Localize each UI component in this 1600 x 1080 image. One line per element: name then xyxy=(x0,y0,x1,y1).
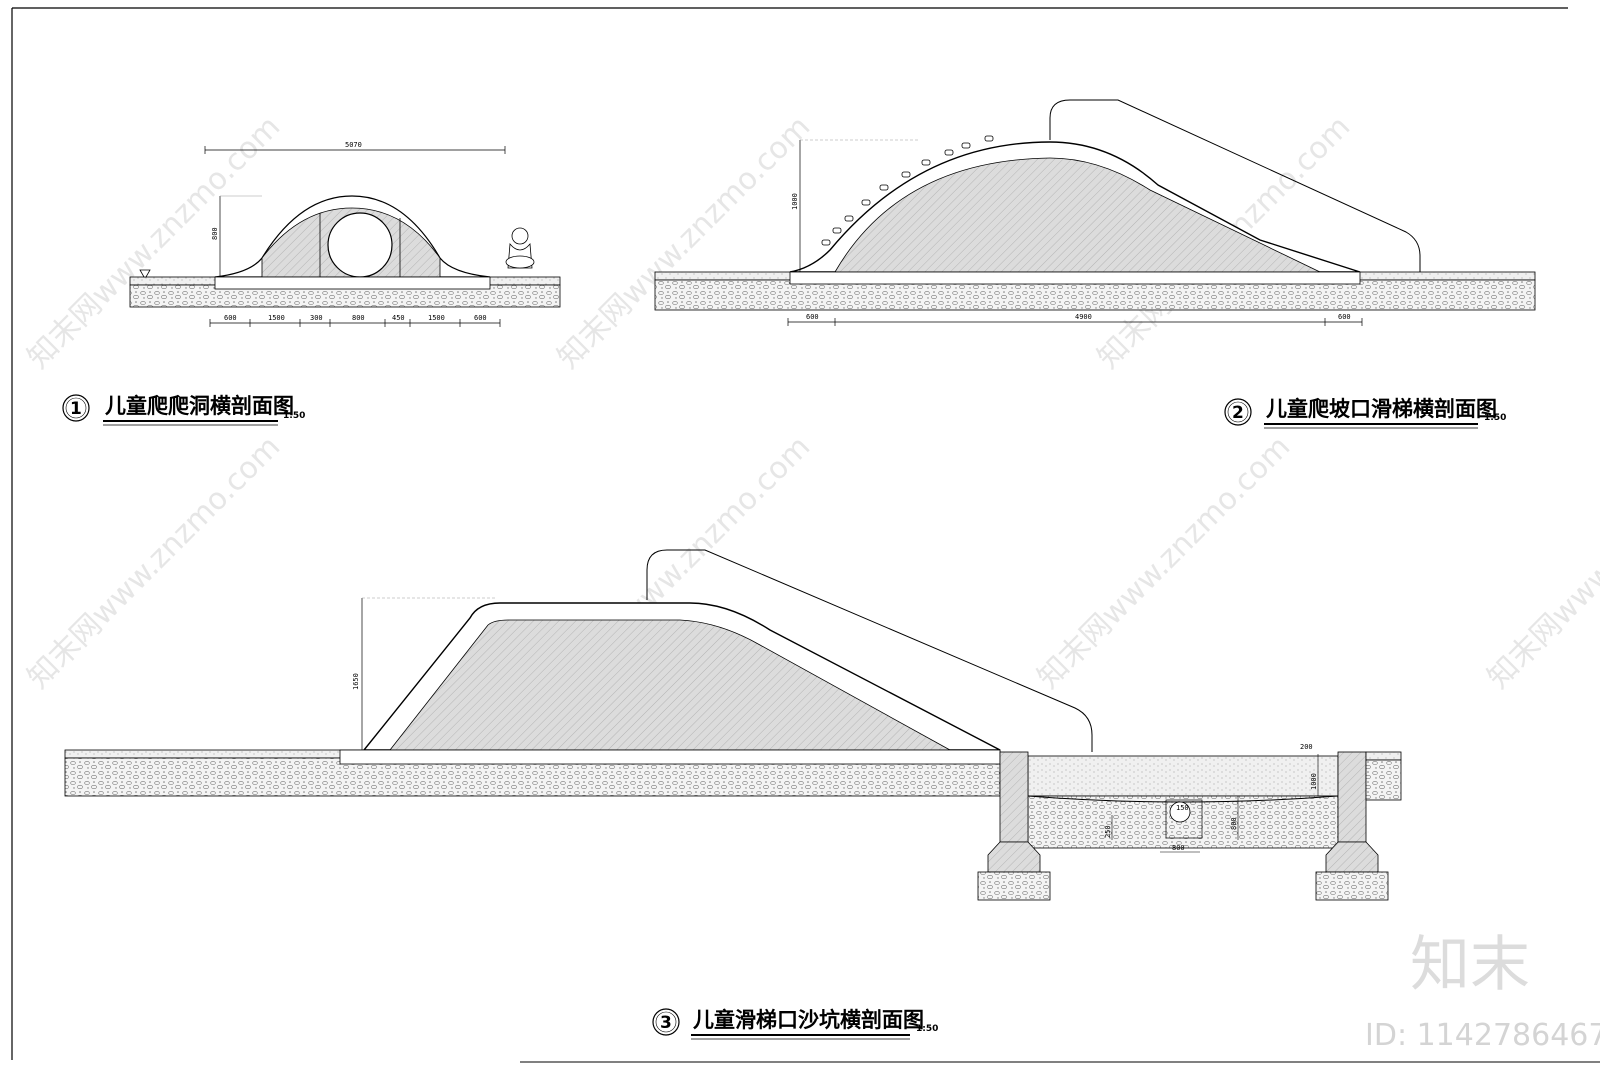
watermarks: 知末网www.znzmo.com 知末网www.znzmo.com 知末网www… xyxy=(21,109,1600,1053)
dim-s1-b3: 800 xyxy=(352,314,365,322)
watermark-brand: 知末 xyxy=(1410,930,1530,1000)
section-1-number: 1 xyxy=(70,399,82,419)
sheet-border xyxy=(11,7,1600,1063)
section-3-scale: 1:50 xyxy=(916,1024,938,1034)
dim-s3-pit-0: 1000 xyxy=(1310,773,1318,790)
section-3-drawing: 1650 1000 800 150 800 250 200 xyxy=(64,549,1402,901)
dim-s3-height: 1650 xyxy=(352,673,360,690)
dim-s2-height: 1000 xyxy=(791,193,799,210)
dim-s1-b2: 300 xyxy=(310,314,323,322)
watermark-text-7: 知末网www.znzmo.com xyxy=(1481,429,1600,695)
section-2-number: 2 xyxy=(1232,403,1244,423)
section-2-title-text: 儿童爬坡口滑梯横剖面图 xyxy=(1266,397,1497,421)
child-figure xyxy=(505,227,535,269)
dim-s3-pit-2: 150 xyxy=(1176,804,1189,812)
dim-s3-pit-1: 800 xyxy=(1172,844,1185,852)
dim-s2-b1: 4900 xyxy=(1075,313,1092,321)
climbing-holds xyxy=(821,135,994,246)
section-1-scale: 1:50 xyxy=(283,411,305,421)
section-3-title-text: 儿童滑梯口沙坑横剖面图 xyxy=(693,1008,924,1032)
dim-s1-b0: 600 xyxy=(224,314,237,322)
dim-s1-b6: 600 xyxy=(474,314,487,322)
section-2-number-circle xyxy=(1224,398,1252,426)
watermark-text-1: 知末网www.znzmo.com xyxy=(21,109,287,375)
dim-s3-pit-3: 800 xyxy=(1230,817,1238,830)
dim-s3-pit-5: 200 xyxy=(1300,743,1313,751)
watermark-text-6: 知末网www.znzmo.com xyxy=(1031,429,1297,695)
section-1-number-circle xyxy=(62,394,90,422)
section-3-number: 3 xyxy=(660,1013,672,1033)
section-1-title-text: 儿童爬爬洞横剖面图 xyxy=(105,394,294,418)
dim-s1-b4: 450 xyxy=(392,314,405,322)
dim-s3-pit-4: 250 xyxy=(1104,825,1112,838)
section-3-number-circle xyxy=(652,1008,680,1036)
section-2-scale: 1:50 xyxy=(1484,413,1506,423)
watermark-text-2: 知末网www.znzmo.com xyxy=(551,109,817,375)
dim-s2-b2: 600 xyxy=(1338,313,1351,321)
dim-s1-top: 5070 xyxy=(345,141,362,149)
dim-s1-b1: 1500 xyxy=(268,314,285,322)
dim-s1-height: 800 xyxy=(211,227,219,240)
dim-s1-b5: 1500 xyxy=(428,314,445,322)
watermark-id: ID: 1142786467 xyxy=(1365,1018,1600,1053)
watermark-text-4: 知末网www.znzmo.com xyxy=(21,429,287,695)
section-1-title: 1 儿童爬爬洞横剖面图 1:50 xyxy=(62,394,305,426)
section-3-title: 3 儿童滑梯口沙坑横剖面图 1:50 xyxy=(652,1008,938,1040)
section-2-drawing: 1000 600 4900 600 xyxy=(654,99,1536,326)
section-2-title: 2 儿童爬坡口滑梯横剖面图 1:50 xyxy=(1224,397,1506,429)
section-1-drawing: 5070 800 600 1500 300 800 450 1500 600 xyxy=(129,141,561,327)
dim-s2-b0: 600 xyxy=(806,313,819,321)
